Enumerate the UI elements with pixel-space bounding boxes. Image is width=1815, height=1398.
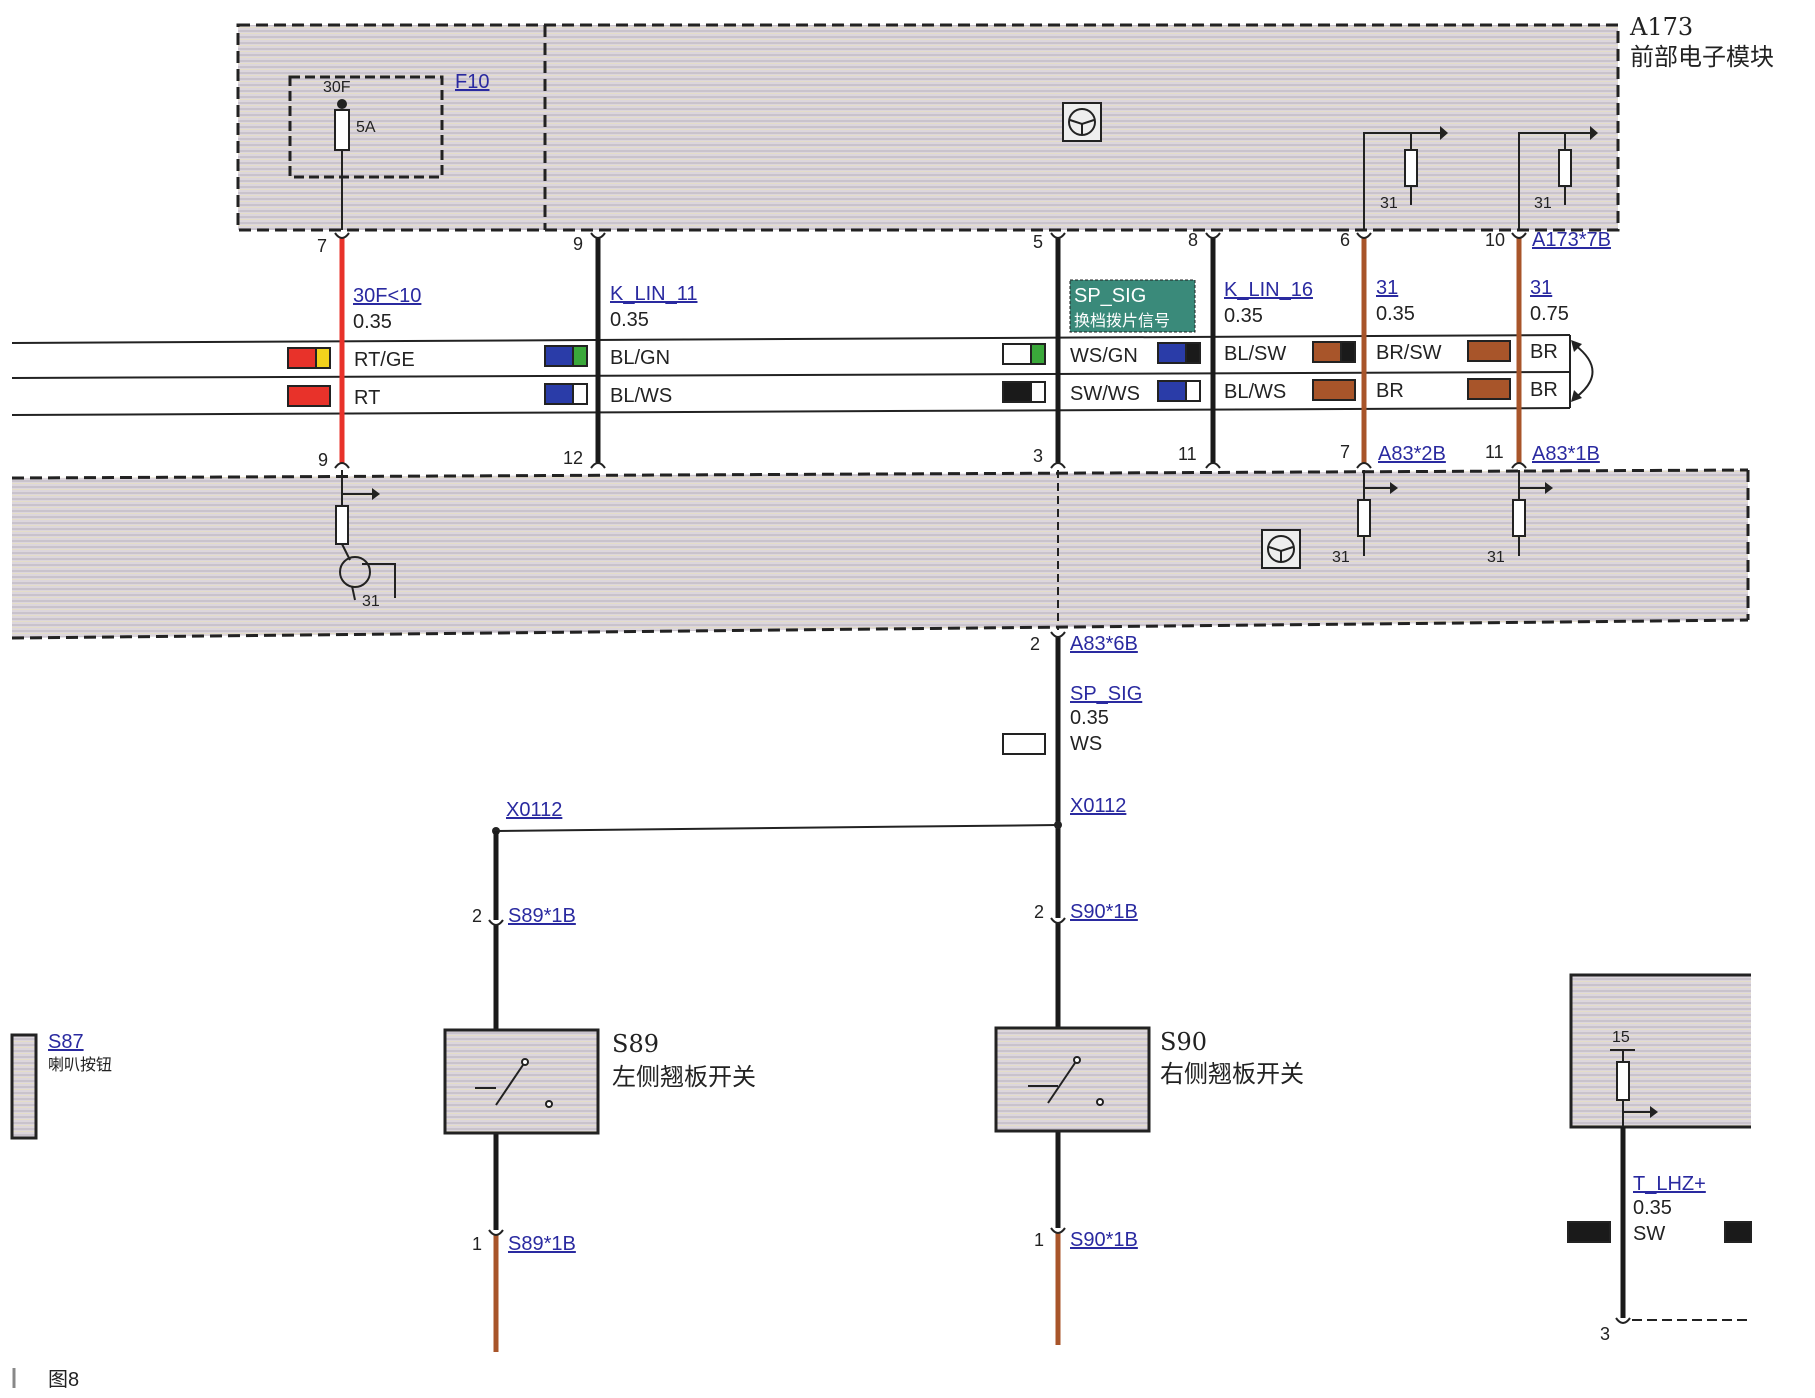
pin-top-5: 6 (1340, 230, 1350, 250)
module-a173: A173 前部电子模块 (236, 13, 1774, 232)
a173-connector: A173*7B (1532, 229, 1611, 251)
steering-wheel-icon (1261, 529, 1301, 569)
center-gauge: 0.35 (1070, 707, 1109, 729)
s90-conn-top: S90*1B (1070, 901, 1138, 923)
pin-center: 2 (1030, 634, 1040, 654)
fuse-rating: 5A (356, 119, 376, 136)
signal-30f: 30F<10 (353, 285, 421, 307)
color-code: BR (1530, 379, 1558, 401)
pin-bottom-4: 11 (1178, 444, 1197, 464)
s89-id: S89 (612, 1030, 659, 1058)
a83-internal-grounds: 31 31 (1332, 470, 1553, 566)
pin-top-4: 8 (1188, 230, 1198, 250)
splice-left-label: X0112 (506, 799, 562, 821)
s87-horn-button: S87 喇叭按钮 (10, 1031, 112, 1140)
pin-top-2: 9 (573, 234, 583, 254)
color-swatch-white (1002, 733, 1046, 755)
harness-lines (11, 334, 1594, 416)
connector-cap (1050, 1227, 1066, 1234)
color-code: BR (1376, 380, 1404, 402)
center-signal: SP_SIG (1070, 683, 1142, 705)
gauge-k-lin-16: 0.35 (1224, 305, 1263, 327)
color-code: BL/WS (1224, 381, 1286, 403)
s89-pin-top: 2 (472, 906, 482, 926)
gauge-ground-b: 0.75 (1530, 303, 1569, 325)
pin-bottom-6: 11 (1485, 442, 1504, 462)
s89-name: 左侧翘板开关 (612, 1063, 756, 1091)
switch-s89: S89 左侧翘板开关 (443, 1028, 756, 1135)
a173-internal-grounds: 31 31 (1363, 126, 1598, 230)
ground-label: 31 (1380, 195, 1398, 212)
pin-bottom-5: 7 (1340, 442, 1350, 462)
color-code: BL/SW (1224, 343, 1286, 365)
color-code: BL/WS (610, 385, 672, 407)
pin-bottom-1: 9 (318, 450, 328, 470)
figure-caption: 图8 (48, 1369, 79, 1391)
right-color: SW (1633, 1223, 1665, 1245)
center-color: WS (1070, 733, 1102, 755)
s90-pin-bottom: 1 (1034, 1230, 1044, 1250)
module-a173-id: A173 (1629, 13, 1693, 41)
switch-s90: S90 右侧翘板开关 (994, 1026, 1304, 1133)
splice-right-label: X0112 (1070, 795, 1126, 817)
s89-conn-bottom: S89*1B (508, 1233, 576, 1255)
s87-name: 喇叭按钮 (48, 1056, 112, 1074)
right-pin-top: 15 (1612, 1029, 1630, 1046)
gauge-30f: 0.35 (353, 311, 392, 333)
s89-pin-bottom: 1 (472, 1234, 482, 1254)
fuse-terminal: 30F (323, 79, 351, 96)
s90-pin-top: 2 (1034, 902, 1044, 922)
signal-sp-sig: SP_SIG (1074, 285, 1146, 307)
signal-ground-a: 31 (1376, 277, 1398, 299)
s89-conn-top: S89*1B (508, 905, 576, 927)
gauge-k-lin-11: 0.35 (610, 309, 649, 331)
module-a83 (11, 468, 1750, 640)
swatches-row-2 (287, 378, 1511, 407)
pin-top-1: 7 (317, 236, 327, 256)
signal-sp-sig-note: 换档拨片信号 (1074, 312, 1170, 330)
a83-connector-right: A83*1B (1532, 443, 1600, 465)
pin-bottom-3: 3 (1033, 446, 1043, 466)
color-code: RT/GE (354, 349, 415, 371)
steering-wheel-icon (1062, 102, 1102, 142)
fuse-id: F10 (455, 71, 489, 93)
module-a173-name: 前部电子模块 (1630, 43, 1774, 71)
sp-sig-highlight: SP_SIG 换档拨片信号 (1069, 279, 1196, 333)
wire-center (1050, 631, 1066, 1345)
connector-caps (334, 232, 1527, 469)
color-code: SW/WS (1070, 383, 1140, 405)
s90-name: 右侧翘板开关 (1160, 1060, 1304, 1088)
signal-k-lin-11: K_LIN_11 (610, 283, 697, 305)
ground-label: 31 (1332, 549, 1350, 566)
signal-ground-b: 31 (1530, 277, 1552, 299)
signal-k-lin-16: K_LIN_16 (1224, 279, 1313, 301)
color-code: BR/SW (1376, 342, 1442, 364)
gauge-ground-a: 0.35 (1376, 303, 1415, 325)
color-code: BR (1530, 341, 1558, 363)
right-gauge: 0.35 (1633, 1197, 1672, 1219)
swatches-row-1 (287, 340, 1511, 369)
right-module: 15 T_LHZ+ 0.35 SW 3 (1567, 973, 1752, 1344)
s90-id: S90 (1160, 1028, 1207, 1056)
ground-label: 31 (1487, 549, 1505, 566)
right-signal: T_LHZ+ (1633, 1173, 1706, 1195)
s87-id: S87 (48, 1031, 84, 1053)
a83-connector-left: A83*2B (1378, 443, 1446, 465)
color-code: BL/GN (610, 347, 670, 369)
connector-cap (1050, 917, 1066, 924)
ground-label: 31 (362, 593, 380, 610)
color-code: WS/GN (1070, 345, 1138, 367)
pin-top-3: 5 (1033, 232, 1043, 252)
pin-top-6: 10 (1485, 230, 1505, 250)
fuse-f10: 30F F10 5A (288, 71, 489, 230)
splice-x0112: X0112 X0112 (492, 795, 1126, 835)
transistor-symbol: 31 (335, 470, 396, 610)
pin-bottom-2: 12 (563, 448, 583, 468)
s90-conn-bottom: S90*1B (1070, 1229, 1138, 1251)
right-pin-bottom: 3 (1600, 1324, 1610, 1344)
ground-label: 31 (1534, 195, 1552, 212)
a83-connector-bottom: A83*6B (1070, 633, 1138, 655)
color-code: RT (354, 387, 380, 409)
